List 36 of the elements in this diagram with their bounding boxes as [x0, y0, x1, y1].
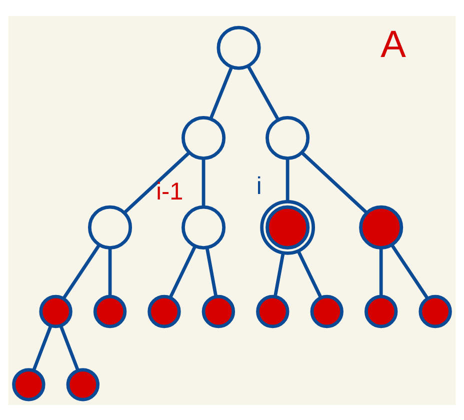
connector [379, 248, 383, 296]
connector [32, 324, 52, 371]
node-circle [12, 368, 46, 401]
node-circle [260, 200, 316, 254]
connector [59, 324, 80, 371]
node-circle [182, 204, 226, 249]
node-circle [88, 204, 132, 249]
connector [62, 243, 101, 299]
connector [286, 158, 290, 201]
node-circle [359, 204, 404, 249]
node-circle [202, 294, 236, 328]
node-circle [148, 294, 181, 328]
connector [124, 151, 190, 214]
node-circle [216, 25, 261, 70]
connector [205, 246, 218, 296]
connector [209, 66, 234, 118]
node-label: i-1 [156, 178, 184, 206]
connector [390, 243, 429, 299]
node-label: i [256, 172, 262, 200]
node-circle [66, 368, 100, 401]
node-circle [364, 294, 398, 328]
node-circle [266, 115, 310, 160]
connector [202, 158, 206, 206]
node-circle [93, 294, 127, 328]
node-circle [256, 294, 290, 328]
node-circle [182, 115, 226, 160]
node-circle [39, 294, 72, 328]
connector [246, 64, 280, 120]
connector [108, 248, 112, 296]
label: A [380, 24, 406, 66]
node-circle [418, 294, 452, 328]
connector [273, 252, 285, 296]
node-circle [310, 294, 344, 328]
connector [301, 151, 368, 214]
connector [296, 250, 322, 298]
connector [168, 244, 197, 298]
